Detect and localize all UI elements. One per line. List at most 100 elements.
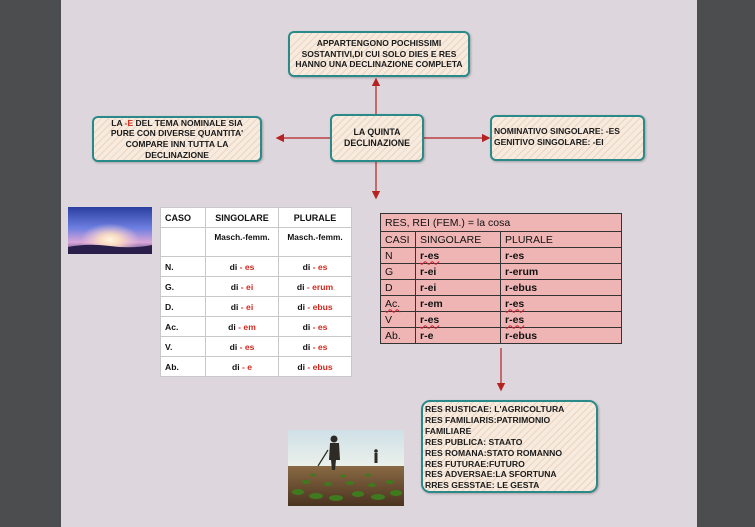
res-title: RES, REI (FEM.) = la cosa (380, 213, 622, 232)
stem: di (229, 261, 238, 272)
subheader-plural: Masch.-femm. (278, 227, 352, 257)
res-header-row: CASI SINGOLARE PLURALE (380, 231, 622, 248)
list-item: RES FUTURAE:FUTURO (425, 458, 525, 469)
res-title-row: RES, REI (FEM.) = la cosa (380, 213, 622, 232)
stem: di (296, 281, 305, 292)
declension-table: CASO SINGOLARE PLURALE Masch.-femm. Masc… (160, 207, 352, 377)
res-singular: r-e (415, 327, 501, 344)
singular-form: di - ei (205, 296, 279, 317)
node-center-text: LA QUINTA DECLINAZIONE (344, 127, 410, 148)
res-singular: r-em (415, 295, 501, 312)
node-top-text: APPARTENGONO POCHISSIMI SOSTANTIVI,DI CU… (295, 38, 463, 70)
res-row: N r-es r-es (380, 247, 622, 264)
res-row: D r-ei r-ebus (380, 279, 622, 296)
node-right-line1: NOMINATIVO SINGOLARE: -ES (494, 126, 620, 136)
res-plural: r-ebus (500, 327, 622, 344)
header-plural: PLURALE (278, 207, 352, 228)
stem: di (302, 341, 311, 352)
res-plural: r-es (500, 295, 622, 312)
list-item: RRES GESSTAE: LE GESTA (425, 480, 540, 491)
res-header-case: CASI (380, 231, 416, 248)
ending: - es (312, 261, 328, 272)
table-row: G. di - ei di - erum (160, 276, 352, 297)
node-left: LA -E DEL TEMA NOMINALE SIA PURE CON DIV… (92, 116, 262, 162)
res-singular: r-ei (415, 263, 501, 280)
subheader-singular: Masch.-femm. (205, 227, 279, 257)
case-label: D. (160, 296, 206, 317)
node-top: APPARTENGONO POCHISSIMI SOSTANTIVI,DI CU… (288, 31, 470, 77)
case-label: Ac. (160, 316, 206, 337)
res-row: Ac. r-em r-es (380, 295, 622, 312)
res-row: G r-ei r-erum (380, 263, 622, 280)
singular-form: di - ei (205, 276, 279, 297)
farmer-field-image (288, 430, 404, 506)
plural-form: di - ebus (278, 296, 352, 317)
table-row: D. di - ei di - ebus (160, 296, 352, 317)
node-left-rest: DEL TEMA NOMINALE SIA PURE CON DIVERSE Q… (110, 117, 244, 160)
res-plural: r-es (500, 311, 622, 328)
res-row: Ab. r-e r-ebus (380, 327, 622, 344)
case-label: Ab. (160, 356, 206, 377)
plural-form: di - es (278, 336, 352, 357)
res-singular: r-ei (415, 279, 501, 296)
res-case: V (380, 311, 416, 328)
plural-form: di - es (278, 316, 352, 337)
plural-form: di - erum (278, 276, 352, 297)
stem: di (231, 361, 240, 372)
case-label: G. (160, 276, 206, 297)
res-plural: r-erum (500, 263, 622, 280)
res-case: Ac. (380, 295, 416, 312)
singular-form: di - es (205, 336, 279, 357)
list-item: RES PUBLICA: STAATO (425, 436, 523, 447)
stem: di (302, 261, 311, 272)
table-row: N. di - es di - es (160, 256, 352, 277)
list-item: RES ROMANA:STATO ROMANNO (425, 447, 563, 458)
sunset-sky-image (68, 207, 152, 254)
node-center: LA QUINTA DECLINAZIONE (330, 114, 424, 162)
res-case: D (380, 279, 416, 296)
node-left-prefix: LA (111, 117, 125, 128)
stem: di (230, 301, 239, 312)
res-singular: r-es (415, 247, 501, 264)
node-right: NOMINATIVO SINGOLARE: -ES GENITIVO SINGO… (490, 115, 645, 161)
plural-form: di - ebus (278, 356, 352, 377)
singular-form: di - e (205, 356, 279, 377)
res-row: V r-es r-es (380, 311, 622, 328)
res-declension-table: RES, REI (FEM.) = la cosa CASI SINGOLARE… (380, 213, 622, 344)
stem: di (228, 321, 236, 332)
res-plural: r-es (500, 247, 622, 264)
list-item: RES ADVERSAE:LA SFORTUNA (425, 469, 557, 480)
header-singular: SINGOLARE (205, 207, 279, 228)
table-row: V. di - es di - es (160, 336, 352, 357)
ending: - ei (240, 301, 254, 312)
stem: di (230, 281, 239, 292)
node-left-text: LA -E DEL TEMA NOMINALE SIA PURE CON DIV… (100, 118, 254, 161)
header-case: CASO (160, 207, 206, 228)
res-plural: r-ebus (500, 279, 622, 296)
stem: di (297, 301, 305, 312)
table-row: Ac. di - em di - es (160, 316, 352, 337)
res-header-singular: SINGOLARE (415, 231, 501, 248)
list-item: RES FAMILIARIS:PATRIMONIO FAMILIARE (425, 414, 551, 436)
ending: - ebus (307, 361, 333, 372)
singular-form: di - es (205, 256, 279, 277)
ending: - es (239, 261, 255, 272)
case-label: V. (160, 336, 206, 357)
res-case: G (380, 263, 416, 280)
res-case: Ab. (380, 327, 416, 344)
res-case: N (380, 247, 416, 264)
stem: di (302, 321, 311, 332)
ending: - erum (306, 281, 334, 292)
table-row: Ab. di - e di - ebus (160, 356, 352, 377)
ending: - es (312, 341, 328, 352)
node-right-line2: GENITIVO SINGOLARE: -EI (494, 136, 604, 147)
ending: - e (242, 361, 253, 372)
ending: - es (312, 321, 328, 332)
list-item: RES RUSTICAE: L'AGRICOLTURA (425, 404, 565, 414)
case-label: N. (160, 256, 206, 277)
table-subheader-row: Masch.-femm. Masch.-femm. (160, 227, 352, 257)
node-left-highlight: -E (124, 117, 134, 128)
plural-form: di - es (278, 256, 352, 277)
subheader-case (160, 227, 206, 257)
